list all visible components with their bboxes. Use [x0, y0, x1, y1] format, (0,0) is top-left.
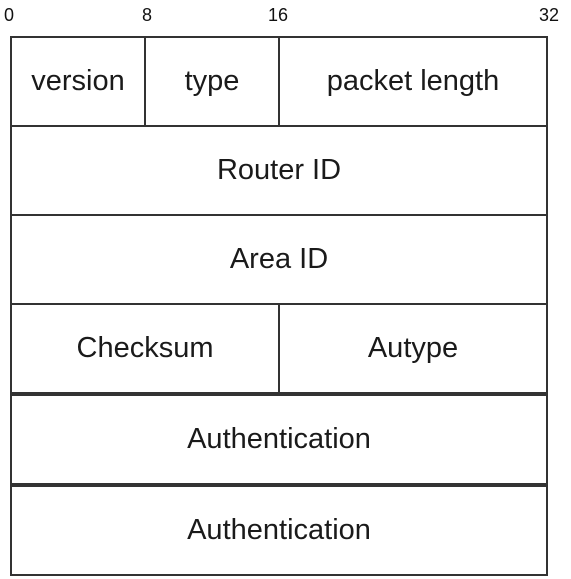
version-field: version: [10, 36, 146, 127]
header-row-4: Checksum Autype: [10, 303, 548, 394]
type-field: type: [144, 36, 280, 127]
bit-tick-16: 16: [268, 5, 289, 25]
authentication-field-1: Authentication: [10, 394, 548, 485]
checksum-field: Checksum: [10, 303, 280, 394]
bit-tick-8: 8: [142, 5, 153, 25]
authentication-field-2: Authentication: [10, 485, 548, 576]
bit-scale: 0 8 16 32: [0, 0, 571, 30]
bit-tick-0: 0: [4, 5, 15, 25]
router-id-field: Router ID: [10, 125, 548, 216]
header-row-2: Router ID: [10, 125, 548, 216]
area-id-field: Area ID: [10, 214, 548, 305]
bit-tick-32: 32: [539, 5, 560, 25]
packet-length-field: packet length: [278, 36, 548, 127]
autype-field: Autype: [278, 303, 548, 394]
header-row-3: Area ID: [10, 214, 548, 305]
packet-header-diagram: version type packet length Router ID Are…: [10, 36, 548, 576]
header-row-6: Authentication: [10, 485, 548, 576]
header-row-1: version type packet length: [10, 36, 548, 127]
header-row-5: Authentication: [10, 394, 548, 485]
